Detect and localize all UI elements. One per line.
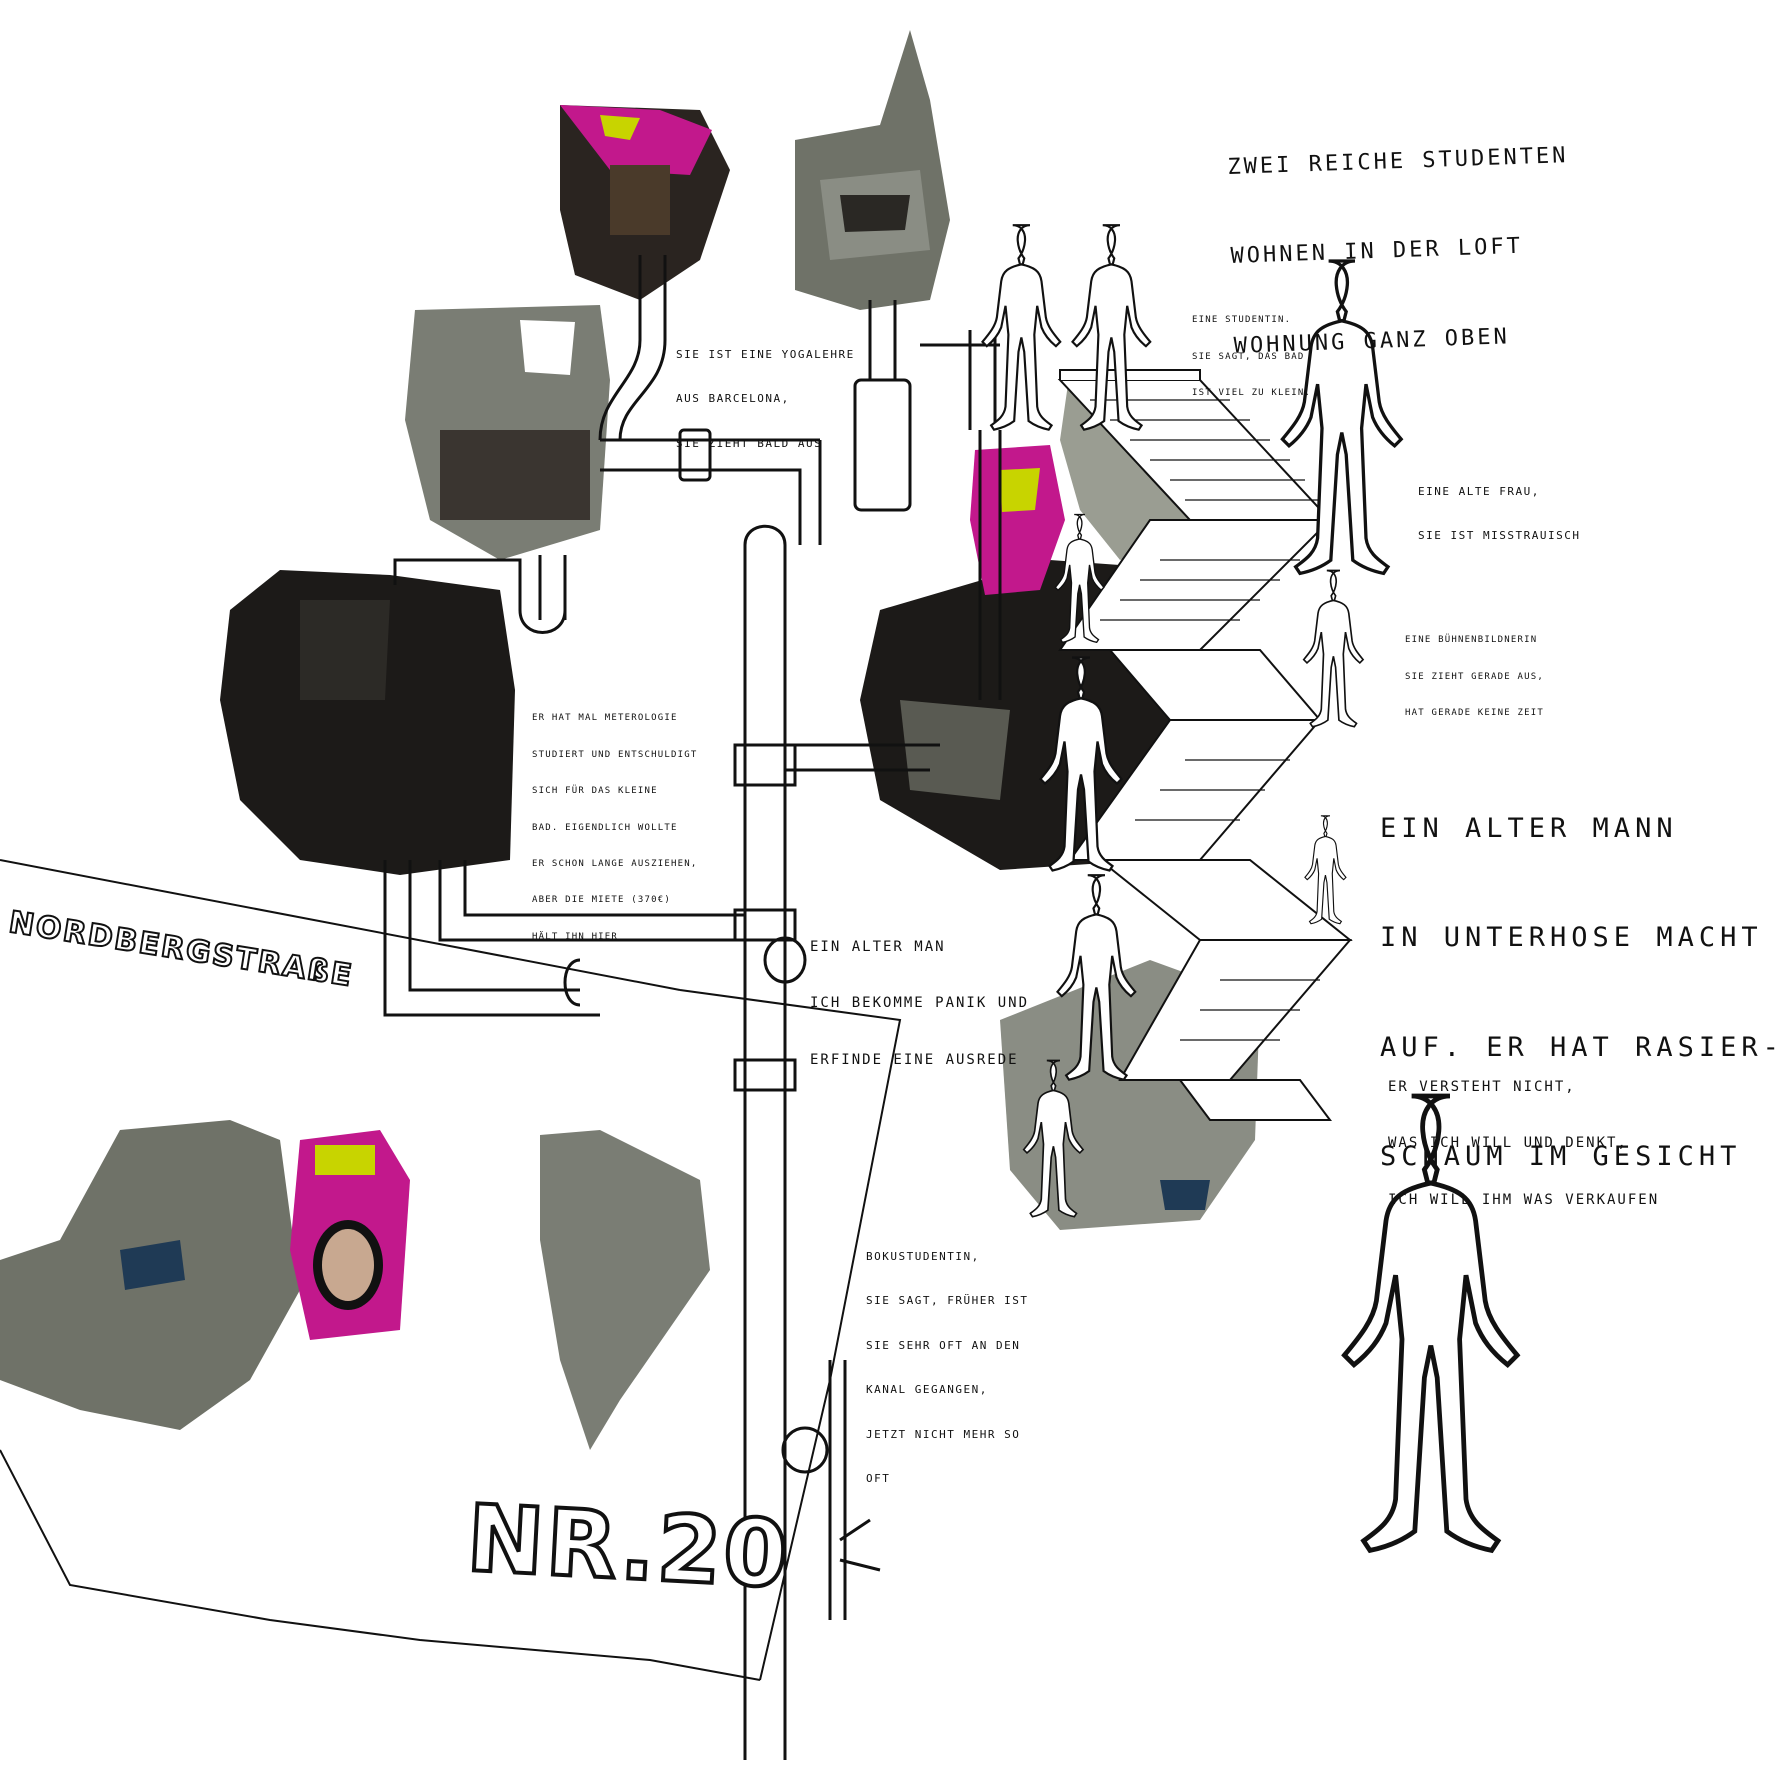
house-number-label: NR.20: [462, 1483, 794, 1611]
note-line: KANAL GEGANGEN,: [866, 1383, 988, 1397]
note-line: ERFINDE EINE AUSREDE: [810, 1052, 1019, 1069]
note-line: JETZT NICHT MEHR SO: [866, 1427, 1021, 1441]
drain-pipes: [383, 255, 1002, 1760]
note-line: BOKUSTUDENTIN,: [866, 1249, 980, 1263]
note-line: EIN ALTER MANN: [1380, 812, 1678, 844]
figure-buehnenbildnerin: [1302, 569, 1364, 728]
note-line: WOHNEN IN DER LOFT: [1230, 234, 1524, 270]
stair-steps: [1090, 399, 1320, 1041]
photo-bathroom-toilet-magenta: [290, 1130, 410, 1340]
photo-bathroom-top-left: [560, 105, 730, 300]
note-yoga-teacher: SIE IST EINE YOGALEHRE AUS BARCELONA, SI…: [676, 318, 855, 466]
note-line: SIE IST EINE YOGALEHRE: [676, 347, 855, 361]
note-unterhose: EIN ALTER MANN IN UNTERHOSE MACHT AUF. E…: [1380, 738, 1784, 1212]
note-line: SCHAUM IM GESICHT: [1380, 1140, 1742, 1172]
note-line: ER HAT MAL METEROLOGIE: [532, 713, 678, 724]
note-line: STUDIERT UND ENTSCHULDIGT: [532, 749, 698, 760]
note-line: BAD. EIGENDLICH WOLLTE: [532, 822, 678, 833]
note-line: SIE SEHR OFT AN DEN: [866, 1338, 1021, 1352]
building-outline: [679, 989, 902, 1681]
photo-bathroom-bottom-left: [0, 1120, 300, 1430]
note-line: ICH WILL IHM WAS VERKAUFEN: [1388, 1192, 1660, 1209]
note-line: ER VERSTEHT NICHT,: [1388, 1078, 1576, 1095]
note-bokustudentin: BOKUSTUDENTIN, SIE SAGT, FRÜHER IST SIE …: [866, 1220, 1028, 1502]
note-line: SIE ZIEHT GERADE AUS,: [1405, 671, 1544, 682]
photo-bathroom-dark-left: [220, 570, 515, 875]
street-curb-line: [0, 1449, 761, 1681]
note-line: AUF. ER HAT RASIER-: [1380, 1031, 1784, 1063]
note-line: AUS BARCELONA,: [676, 392, 790, 406]
note-line: SIE SAGT, DAS BAD: [1192, 351, 1305, 362]
note-line: ZWEI REICHE STUDENTEN: [1227, 143, 1569, 181]
photo-bathroom-second-floor: [405, 305, 610, 560]
note-line: EINE ALTE FRAU,: [1418, 484, 1540, 498]
figure-unterhose: [1304, 815, 1347, 925]
note-line: IN UNTERHOSE MACHT: [1380, 922, 1763, 954]
photo-bathroom-magenta-right: [970, 445, 1065, 595]
note-studentin: EINE STUDENTIN. SIE SAGT, DAS BAD IST VI…: [1192, 290, 1311, 411]
note-line: EINE BÜHNENBILDNERIN: [1405, 635, 1538, 646]
note-line: IST VIEL ZU KLEIN.: [1192, 388, 1312, 399]
note-versteht-nicht: ER VERSTEHT NICHT, WAS ICH WILL UND DENK…: [1388, 1040, 1659, 1229]
note-line: OFT: [866, 1472, 891, 1486]
note-line: EIN ALTER MAN: [810, 938, 946, 955]
note-line: WAS ICH WILL UND DENKT,: [1388, 1135, 1628, 1152]
note-line: HAT GERADE KEINE ZEIT: [1405, 708, 1544, 719]
note-meteorologe: ER HAT MAL METEROLOGIE STUDIERT UND ENTS…: [532, 688, 697, 955]
note-line: SICH FÜR DAS KLEINE: [532, 786, 658, 797]
note-line: SIE SAGT, FRÜHER IST: [866, 1294, 1029, 1308]
note-line: ICH BEKOMME PANIK UND: [810, 995, 1030, 1012]
note-line: SIE IST MISSTRAUISCH: [1418, 529, 1581, 543]
note-line: ABER DIE MIETE (370€): [532, 895, 671, 906]
note-alter-man: EIN ALTER MAN ICH BEKOMME PANIK UND ERFI…: [810, 900, 1029, 1089]
note-line: HÄLT IHN HIER: [532, 931, 619, 942]
note-buehnenbildnerin: EINE BÜHNENBILDNERIN SIE ZIEHT GERADE AU…: [1405, 610, 1544, 731]
photo-bathroom-top-center: [795, 30, 950, 310]
note-alte-frau: EINE ALTE FRAU, SIE IST MISSTRAUISCH: [1418, 455, 1580, 559]
note-line: ER SCHON LANGE AUSZIEHEN,: [532, 858, 698, 869]
note-line: SIE ZIEHT BALD AUS: [676, 436, 823, 450]
note-line: EINE STUDENTIN.: [1192, 315, 1292, 326]
photo-bathroom-bottom-center: [540, 1130, 710, 1450]
